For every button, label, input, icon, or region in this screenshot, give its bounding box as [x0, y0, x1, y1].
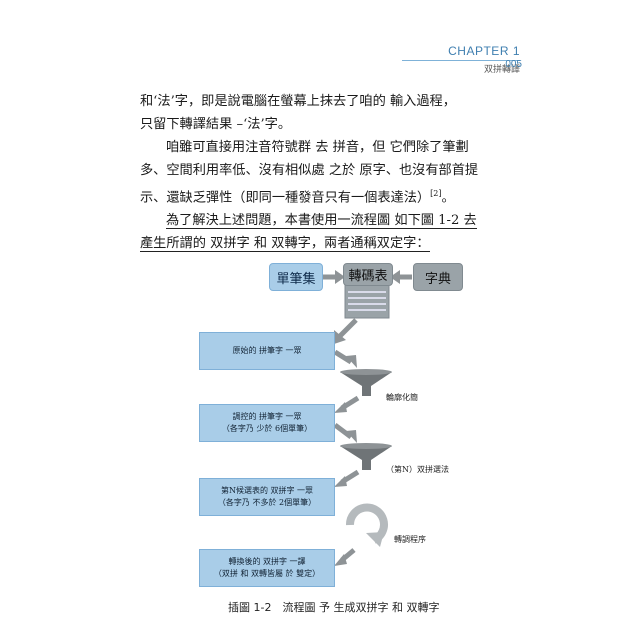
step4-line1: 轉換後的 双拼字 一譯: [228, 557, 306, 566]
p1-line1: 和‘法’字，即是說電腦在螢幕上抹去了咱的 輸入過程，: [140, 94, 456, 109]
step2-line1: 調控的 拼筆字 一眾: [232, 412, 302, 421]
step1-label: 原始的 拼筆字 一眾: [232, 346, 302, 355]
chapter-label: CHAPTER 1: [448, 44, 520, 58]
arrow-cycle-to-step4-head: [334, 554, 347, 566]
paragraph-1: 和‘法’字，即是說電腦在螢幕上抹去了咱的 輸入過程， 只留下轉譯結果 –‘法’字…: [140, 90, 520, 136]
step3-line2: （各字乃 不多於 2個單筆）: [217, 498, 317, 507]
arrow-funnel2-to-step3-head: [334, 476, 347, 487]
p2-line3: 示、還缺乏彈性（即同一種發音只有一個表達法）: [140, 190, 431, 206]
arrow-step2-to-funnel2: [333, 423, 353, 439]
arrow-step2-to-funnel2-head: [346, 430, 357, 443]
step-original-strokes: 原始的 拼筆字 一眾: [199, 332, 335, 370]
step3-line1: 第N候選表的 双拼字 一眾: [220, 486, 314, 495]
table-icon: [344, 284, 390, 319]
figure-caption: 插圖 1-2 流程圖 予 生成双拼字 和 双轉字: [228, 601, 440, 614]
p2-line2: 多、空間利用率低、沒有相似處 之於 原字、也沒有部首提: [140, 163, 479, 178]
page-number: 005: [505, 59, 522, 70]
arrow-step1-to-funnel1: [333, 349, 353, 365]
citation-ref[interactable]: [2]: [430, 189, 442, 198]
p3-line1: 為了解決上述問題，本書使用一流程圖 如下圖 1-2 去: [166, 213, 477, 230]
chapter-subtitle: 双拼轉譯: [483, 65, 520, 75]
p2-line3-end: 。: [441, 190, 455, 206]
funnel-icon-1: [340, 369, 392, 396]
p2-line1: 咱雖可直接用注音符號群 去 拼音，但 它們除了筆劃: [166, 140, 469, 155]
cycle-label: 轉調程序: [394, 535, 426, 544]
step2-line2: （各字乃 少於 6個單筆）: [221, 424, 313, 433]
arrow-dict-to-table-head: [390, 270, 400, 284]
code-table-box: 轉碼表: [343, 263, 393, 286]
p3-line2: 產生所謂的 双拼字 和 双轉字，兩者通稱双定字：: [140, 236, 430, 253]
paragraph-2: 咱雖可直接用注音符號群 去 拼音，但 它們除了筆劃 多、空間利用率低、沒有相似處…: [140, 136, 520, 209]
step-converted: 轉換後的 双拼字 一譯 （双拼 和 双轉皆屬 於 雙定）: [199, 549, 335, 587]
funnel2-label: （第N）双拼選法: [386, 465, 449, 474]
body-text: 和‘法’字，即是說電腦在螢幕上抹去了咱的 輸入過程， 只留下轉譯結果 –‘法’字…: [140, 90, 520, 255]
cycle-icon: [345, 503, 388, 547]
arrow-funnel1-to-step2-head: [334, 402, 347, 413]
running-header: CHAPTER 1 双拼轉譯: [402, 44, 520, 75]
funnel1-label: 輪廓化簡: [386, 393, 418, 402]
arrow-table-to-step1-head: [334, 330, 346, 344]
dictionary-box: 字典: [413, 263, 463, 291]
stroke-set-box: 單筆集: [269, 263, 323, 291]
step-adjusted-strokes: 調控的 拼筆字 一眾 （各字乃 少於 6個單筆）: [199, 404, 335, 442]
funnel-icon-2: [340, 443, 392, 470]
step-candidate-table: 第N候選表的 双拼字 一眾 （各字乃 不多於 2個單筆）: [199, 478, 335, 516]
paragraph-3: 為了解決上述問題，本書使用一流程圖 如下圖 1-2 去 產生所謂的 双拼字 和 …: [140, 209, 520, 255]
arrow-table-to-step1: [338, 318, 358, 338]
arrow-step1-to-funnel1-head: [346, 355, 357, 368]
header-rule: [402, 60, 520, 61]
arrow-stroke-to-table-head: [335, 270, 345, 284]
p1-line2: 只留下轉譯結果 –‘法’字。: [140, 117, 292, 132]
step4-line2: （双拼 和 双轉皆屬 於 雙定）: [213, 569, 321, 578]
